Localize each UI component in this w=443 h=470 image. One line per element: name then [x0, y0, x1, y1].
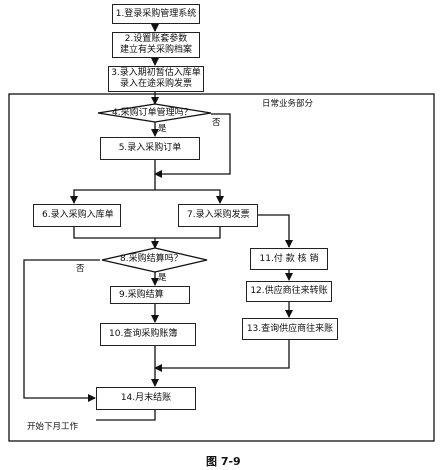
step-1-label: 1.登录采购管理系统: [115, 8, 197, 19]
decision-4-no-label: 否: [212, 118, 221, 128]
figure-caption: 图 7-9: [206, 455, 241, 468]
decision-8-diamond: [101, 247, 208, 273]
step-5-label: 5.录入采购订单: [118, 143, 182, 153]
step-3-line1: 3.录入期初暂估入库单: [111, 68, 201, 78]
step-13-label: 13.查询供应商往来账: [246, 323, 334, 334]
step-11-label: 11.付 款 核 销: [259, 253, 319, 264]
daily-business-region-frame: [8, 93, 435, 442]
step-14-month-end: 14.月末结账: [96, 387, 196, 410]
step-7-invoice: 7.录入采购发票: [178, 204, 258, 227]
step-9-label: 9.采购结算: [119, 289, 164, 300]
step-9-settlement: 9.采购结算: [110, 286, 190, 304]
step-6-receipt: 6.录入采购入库单: [33, 204, 121, 227]
decision-8-yes-label: 是: [158, 273, 167, 283]
step-10-ledger: 10.查询采购账簿: [100, 323, 196, 346]
step-2-setup: 2.设置账套参数 建立有关采购档案: [112, 32, 200, 58]
region-label: 日常业务部分: [262, 99, 314, 109]
step-2-line1: 2.设置账套参数: [124, 34, 188, 44]
decision-4-yes-label: 是: [158, 124, 167, 134]
next-month-label: 开始下月工作: [27, 422, 79, 432]
decision-4-diamond: [97, 103, 212, 123]
step-10-label: 10.查询采购账簿: [109, 329, 178, 339]
decision-4-label: 4.采购订单管理吗？: [112, 108, 193, 118]
step-13-supplier-query: 13.查询供应商往来账: [242, 318, 338, 340]
decision-8-label: 8.采购结算吗？: [120, 254, 183, 264]
decision-8-no-label: 否: [76, 264, 85, 274]
step-5-purchase-order: 5.录入采购订单: [100, 137, 200, 160]
step-1-login: 1.登录采购管理系统: [112, 4, 200, 24]
step-3-opening: 3.录入期初暂估入库单 录入在途采购发票: [108, 66, 204, 92]
step-14-label: 14.月末结账: [120, 393, 172, 403]
step-12-transfer: 12.供应商往来转账: [246, 281, 332, 302]
step-11-payment: 11.付 款 核 销: [250, 248, 328, 270]
step-3-line2: 录入在途采购发票: [119, 79, 192, 89]
step-2-line2: 建立有关采购档案: [119, 45, 192, 55]
step-7-label: 7.录入采购发票: [187, 210, 250, 220]
step-6-label: 6.录入采购入库单: [42, 210, 114, 220]
step-12-label: 12.供应商往来转账: [250, 286, 328, 296]
